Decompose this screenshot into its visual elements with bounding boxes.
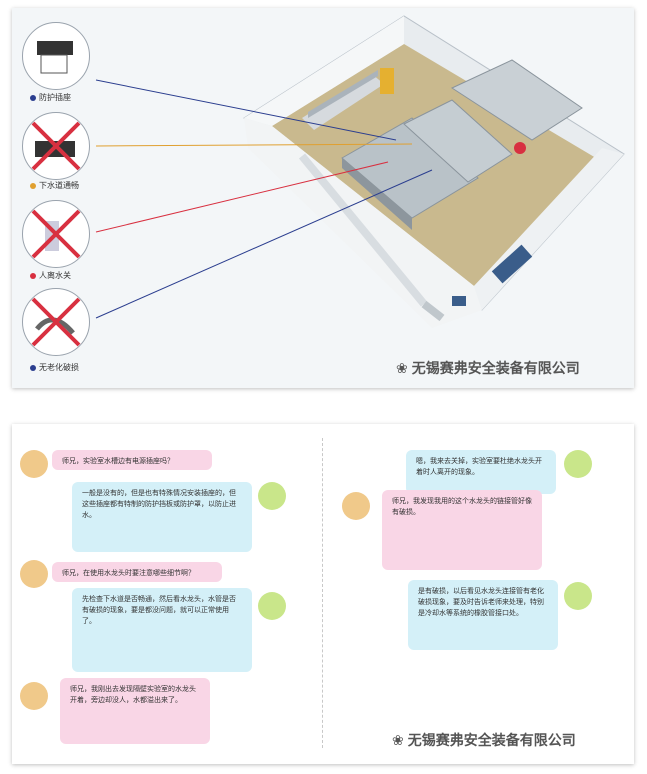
lab-illustration-card: 防护插座 下水道通畅 人离水关 无老化破损 ❀无锡赛弗安全装备有限公司 <box>12 8 634 388</box>
wechat-icon: ❀ <box>396 361 408 377</box>
dialog-bubble: 先检查下水道是否畅通，然后看水龙头，水管是否有破损的现象，要是都没问题，就可以正… <box>72 588 252 672</box>
company-watermark: ❀无锡赛弗安全装备有限公司 <box>396 361 580 377</box>
woman-avatar <box>342 492 370 520</box>
callout-line-1 <box>95 79 397 141</box>
callout-line-2 <box>95 143 413 147</box>
man-avatar <box>258 592 286 620</box>
lab-3d-illustration <box>95 15 625 328</box>
callout-line-4 <box>95 169 433 319</box>
dialog-bubble: 嗯，我来去关掉，实验室要杜绝水龙头开着时人离开的现象。 <box>406 450 556 494</box>
hose-damage-icon <box>22 288 90 356</box>
label-drain: 下水道通畅 <box>30 180 79 191</box>
dialog-bubble: 一般是没有的，但是也有特殊情况安装插座的，但这些插座都有特制的防护挡板或防护罩，… <box>72 482 252 552</box>
tap-off-icon <box>22 200 90 268</box>
man-avatar <box>564 450 592 478</box>
dialog-bubble: 师兄，我刚出去发现隔壁实验室的水龙头开着，旁边却没人，水都溢出来了。 <box>60 678 210 744</box>
woman-avatar <box>20 560 48 588</box>
company-watermark: ❀无锡赛弗安全装备有限公司 <box>392 733 576 749</box>
dialog-bubble: 是有破损，以后看见水龙头连接管有老化破损现象，要及时告诉老师来处理，特别是冷却水… <box>408 580 558 650</box>
label-tap: 人离水关 <box>30 270 71 281</box>
drain-clear-icon <box>22 112 90 180</box>
label-hose: 无老化破损 <box>30 362 79 373</box>
woman-avatar <box>20 682 48 710</box>
socket-cover-icon <box>22 22 90 90</box>
dialogue-card: 师兄，实验室水槽边有电源插座吗？ 一般是没有的，但是也有特殊情况安装插座的，但这… <box>12 424 634 764</box>
wechat-icon: ❀ <box>392 733 404 749</box>
man-avatar <box>258 482 286 510</box>
label-socket: 防护插座 <box>30 92 71 103</box>
callout-line-3 <box>95 161 389 233</box>
woman-avatar <box>20 450 48 478</box>
dialog-bubble: 师兄，我发现我用的这个水龙头的链接管好像有破损。 <box>382 490 542 570</box>
dialog-bubble: 师兄，实验室水槽边有电源插座吗？ <box>52 450 212 470</box>
dialog-bubble: 师兄，在使用水龙头时要注意哪些细节啊？ <box>52 562 222 582</box>
man-avatar <box>564 582 592 610</box>
column-divider <box>322 438 323 748</box>
